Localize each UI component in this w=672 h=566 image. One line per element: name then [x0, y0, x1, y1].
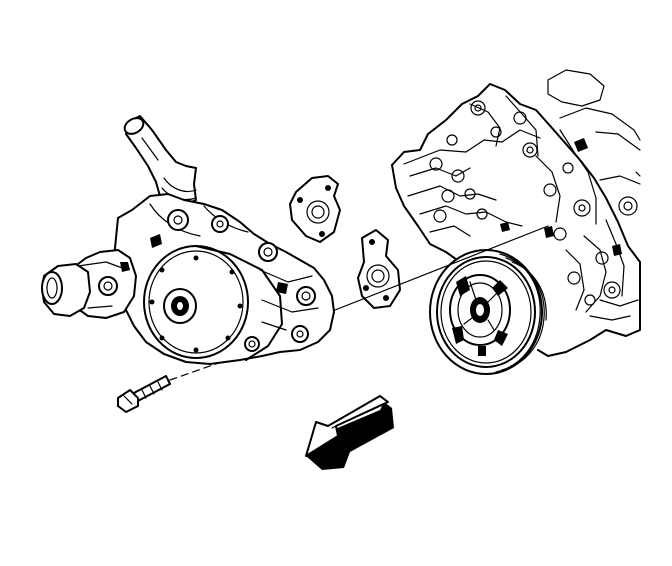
water-pump-gasket-lower	[357, 229, 401, 309]
water-pump	[41, 115, 335, 365]
engine-front-cover	[391, 69, 641, 357]
crankshaft-balancer	[429, 249, 547, 375]
arrow-icon	[305, 395, 394, 470]
water-pump-gasket-upper	[289, 175, 341, 243]
water-pump-bolt	[117, 375, 171, 413]
alignment-lines	[169, 225, 549, 381]
